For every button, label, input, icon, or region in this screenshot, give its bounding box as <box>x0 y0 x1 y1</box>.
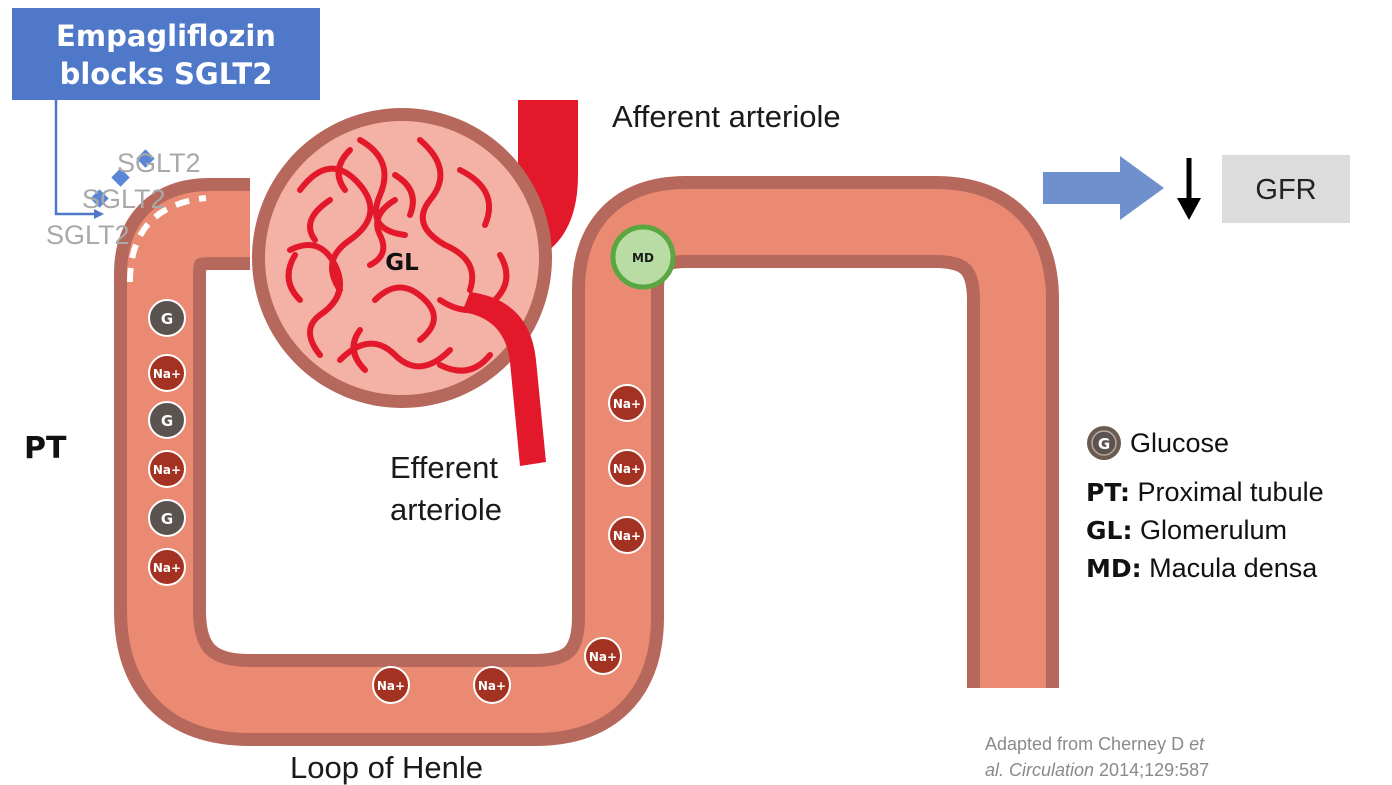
drug-box-line2: blocks SGLT2 <box>60 57 273 91</box>
svg-text:Na+: Na+ <box>153 463 181 477</box>
legend-gl: GL: Glomerulum <box>1086 515 1287 545</box>
afferent-arteriole-label: Afferent arteriole <box>612 99 841 134</box>
svg-text:Na+: Na+ <box>613 462 641 476</box>
svg-text:G: G <box>161 510 173 528</box>
glucose-particle: G <box>149 300 185 336</box>
sglt2-label: SGLT2 <box>117 148 201 178</box>
svg-text:G: G <box>161 310 173 328</box>
sodium-particle: Na+ <box>373 667 409 703</box>
legend-md: MD: Macula densa <box>1086 553 1318 583</box>
legend-glucose-icon: G <box>1087 426 1121 460</box>
glucose-particle: G <box>149 500 185 536</box>
sodium-particle: Na+ <box>149 355 185 391</box>
svg-text:G: G <box>161 412 173 430</box>
svg-text:Na+: Na+ <box>613 397 641 411</box>
sodium-particle: Na+ <box>474 667 510 703</box>
glomerulus-label: GL <box>385 250 419 276</box>
sglt2-label: SGLT2 <box>46 220 130 250</box>
drug-box-line1: Empagliflozin <box>56 19 276 53</box>
sodium-particle: Na+ <box>585 638 621 674</box>
svg-text:Na+: Na+ <box>377 679 405 693</box>
citation-line2: al. Circulation 2014;129:587 <box>985 760 1209 780</box>
svg-text:Na+: Na+ <box>153 367 181 381</box>
svg-text:Na+: Na+ <box>478 679 506 693</box>
glucose-particle: G <box>149 402 185 438</box>
macula-densa-label: MD <box>632 251 654 265</box>
sodium-particle: Na+ <box>609 450 645 486</box>
svg-text:G: G <box>1098 435 1110 453</box>
glomerulus: GL <box>252 108 552 408</box>
down-arrow-icon <box>1177 158 1201 220</box>
efferent-arteriole-label-line2: arteriole <box>390 492 502 527</box>
proximal-tubule-label: PT <box>24 431 67 466</box>
blue-right-arrow <box>1043 156 1164 220</box>
gfr-indicator: GFR <box>1043 155 1350 223</box>
loop-of-henle-label: Loop of Henle <box>290 750 483 785</box>
legend-pt: PT: Proximal tubule <box>1086 477 1324 507</box>
gfr-label: GFR <box>1255 174 1316 206</box>
citation-line1: Adapted from Cherney D et <box>985 734 1205 754</box>
legend-glucose-text: Glucose <box>1130 428 1229 458</box>
sodium-particle: Na+ <box>609 517 645 553</box>
svg-text:Na+: Na+ <box>153 561 181 575</box>
sodium-particle: Na+ <box>609 385 645 421</box>
sglt2-label: SGLT2 <box>82 184 166 214</box>
citation: Adapted from Cherney D et al. Circulatio… <box>985 734 1209 780</box>
efferent-arteriole-label-line1: Efferent <box>390 450 498 485</box>
sodium-particle: Na+ <box>149 549 185 585</box>
svg-text:Na+: Na+ <box>613 529 641 543</box>
legend: G Glucose PT: Proximal tubule GL: Glomer… <box>1086 426 1324 583</box>
svg-text:Na+: Na+ <box>589 650 617 664</box>
macula-densa: MD <box>613 227 673 287</box>
sodium-particle: Na+ <box>149 451 185 487</box>
